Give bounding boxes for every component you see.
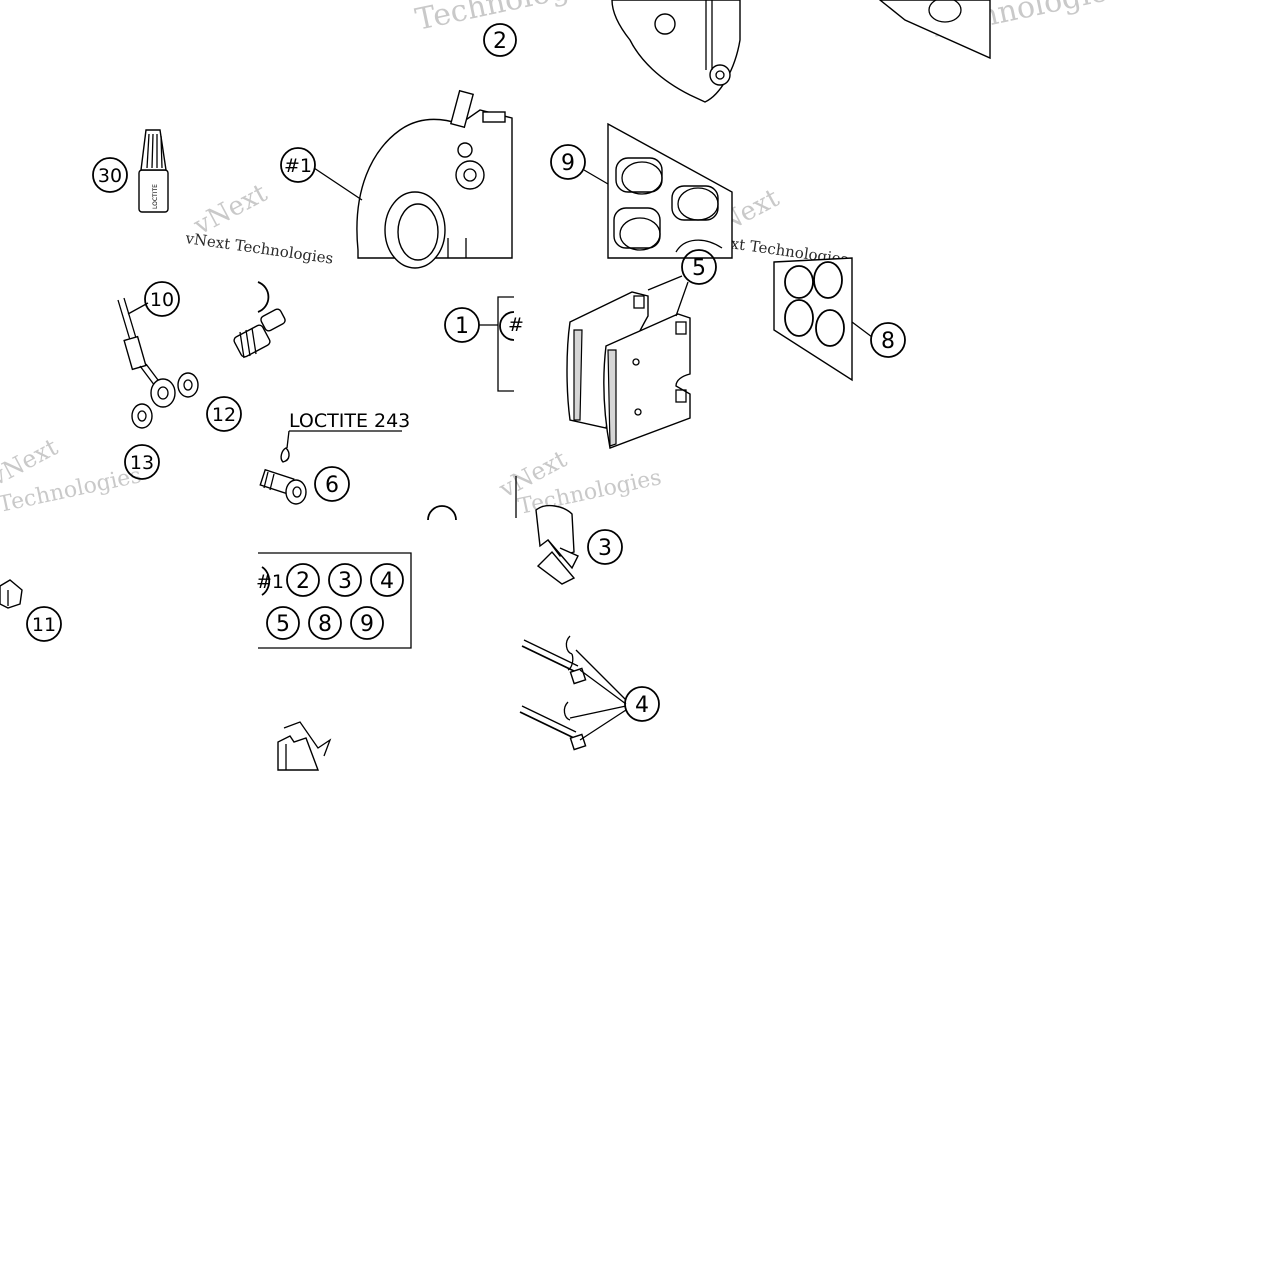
svg-text:6: 6 [325, 473, 339, 498]
partial-hash-label: # [508, 314, 524, 336]
brake-pad-front [603, 313, 691, 449]
svg-text:9: 9 [561, 151, 575, 176]
svg-text:11: 11 [32, 614, 56, 636]
svg-text:1: 1 [455, 314, 469, 339]
svg-text:8: 8 [881, 329, 895, 354]
loctite-tube: LOCTITE [138, 129, 169, 213]
callout-2: 2 [483, 23, 517, 57]
brake-line [117, 297, 176, 408]
loctite-note: LOCTITE 243 [280, 410, 410, 463]
callout-6: 6 [314, 466, 350, 502]
svg-text:4: 4 [380, 569, 394, 594]
callout-11: 11 [26, 606, 62, 642]
callout-5: 5 [681, 249, 717, 285]
pad-spring-partial [277, 721, 332, 771]
svg-text:2: 2 [493, 29, 507, 54]
svg-text:3: 3 [338, 569, 352, 594]
pad-pin-lower [519, 701, 587, 751]
callout-8: 8 [870, 322, 906, 358]
watermark-mid-left-light: vNext [188, 178, 272, 242]
washer-left [131, 403, 153, 429]
svg-text:#1: #1 [256, 571, 284, 593]
pad-kit-card-top-right [878, 0, 991, 60]
repair-kit-box: #1 2 3 4 5 8 9 [256, 552, 412, 649]
brake-caliper-main [356, 89, 513, 269]
svg-text:2: 2 [296, 569, 310, 594]
svg-text:13: 13 [130, 452, 154, 474]
callout-30: 30 [92, 157, 128, 193]
loctite-tube-label: LOCTITE [152, 184, 159, 209]
svg-text:5: 5 [692, 256, 706, 281]
bleeder-cap [0, 579, 23, 609]
watermark-layer: Technologies Technologies vNext Technolo… [0, 0, 1126, 520]
bleeder-screw [233, 308, 286, 359]
kit-box-row2: 5 8 9 [266, 606, 384, 640]
callout-10: 10 [144, 281, 180, 317]
svg-text:12: 12 [212, 404, 236, 426]
svg-text:5: 5 [276, 612, 290, 637]
svg-text:10: 10 [150, 289, 174, 311]
callout-13: 13 [124, 444, 160, 480]
callout-3: 3 [587, 529, 623, 565]
loctite-note-text: LOCTITE 243 [289, 410, 410, 432]
washer-right [177, 372, 199, 398]
callout-9: 9 [550, 144, 586, 180]
piston [613, 207, 661, 251]
callout-12: 12 [206, 396, 242, 432]
piston [615, 157, 663, 195]
seal-set-card [773, 257, 853, 382]
svg-text:#1: #1 [284, 155, 312, 177]
svg-text:8: 8 [318, 612, 332, 637]
svg-text:4: 4 [635, 693, 649, 718]
kit-box-row1: #1 2 3 4 [256, 563, 404, 597]
svg-text:30: 30 [98, 165, 122, 187]
pad-pin-upper [521, 635, 587, 685]
callout-hash1-caliper: #1 [280, 147, 316, 183]
brake-caliper-top [611, 0, 741, 103]
callout-4: 4 [624, 686, 660, 722]
caliper-bolt [259, 468, 307, 505]
piston [671, 185, 719, 221]
svg-text:3: 3 [598, 536, 612, 561]
callout-1: 1 [444, 307, 480, 343]
svg-text:9: 9 [360, 612, 374, 637]
piston-set-card [607, 122, 733, 259]
pad-spring [515, 476, 579, 585]
